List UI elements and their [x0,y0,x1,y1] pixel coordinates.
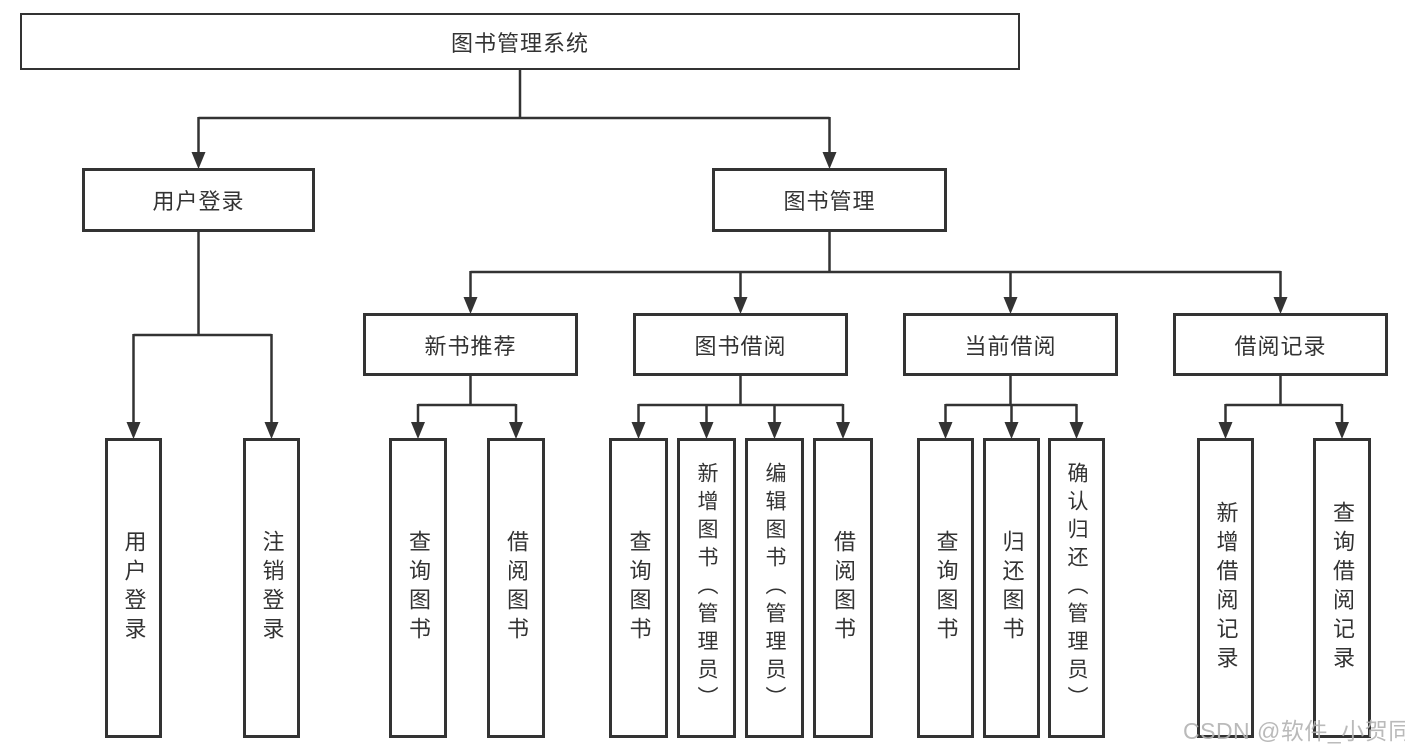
node-label: 图书借阅 [694,333,787,359]
leaf-return-books: 归还图书 [983,438,1040,738]
node-label: 用户登录 [152,189,245,214]
node-label: 借阅记录 [1234,333,1327,359]
node-label: 当前借阅 [964,333,1057,359]
leaf-borrow-books: 借阅图书 [813,438,873,738]
node-borrowing-records: 借阅记录 [1173,313,1388,376]
leaf-edit-books-admin: 编辑图书（管理员） [745,438,804,738]
node-label: 用户登录 [121,530,147,646]
node-label: 新增借阅记录 [1213,501,1239,675]
leaf-logout: 注销登录 [243,438,300,738]
leaf-query-books-borrow: 查询图书 [609,438,668,738]
node-label: 查询图书 [626,530,652,646]
node-library-system: 图书管理系统 [20,13,1020,70]
node-book-borrowing: 图书借阅 [633,313,848,376]
node-label: 图书管理 [783,189,876,214]
node-label: 归还图书 [999,530,1025,646]
leaf-confirm-return-admin: 确认归还（管理员） [1048,438,1105,738]
node-current-borrowing: 当前借阅 [903,313,1118,376]
node-new-book-recommendation: 新书推荐 [363,313,578,376]
node-label: 查询图书 [933,530,959,646]
node-label: 新增图书（管理员） [695,462,718,714]
node-label: 借阅图书 [504,530,529,646]
leaf-add-books-admin: 新增图书（管理员） [677,438,736,738]
leaf-add-borrow-record: 新增借阅记录 [1197,438,1254,738]
node-user-login: 用户登录 [82,168,315,232]
node-label: 新书推荐 [424,333,517,359]
node-label: 借阅图书 [831,530,856,646]
node-label: 确认归还（管理员） [1065,462,1088,714]
node-label: 图书管理系统 [450,30,589,56]
node-label: 注销登录 [259,530,285,646]
connector-lines [132,70,1344,425]
csdn-watermark: CSDN @软件_小贺同学 [1183,718,1405,744]
node-label: 查询图书 [406,530,431,646]
leaf-borrow-books-recommend: 借阅图书 [487,438,545,738]
node-label: 编辑图书（管理员） [763,462,786,714]
leaf-query-books-recommend: 查询图书 [389,438,447,738]
leaf-query-books-current: 查询图书 [917,438,974,738]
leaf-user-login: 用户登录 [105,438,162,738]
node-book-management: 图书管理 [712,168,947,232]
node-label: 查询借阅记录 [1330,501,1355,675]
leaf-query-borrow-record: 查询借阅记录 [1313,438,1371,738]
